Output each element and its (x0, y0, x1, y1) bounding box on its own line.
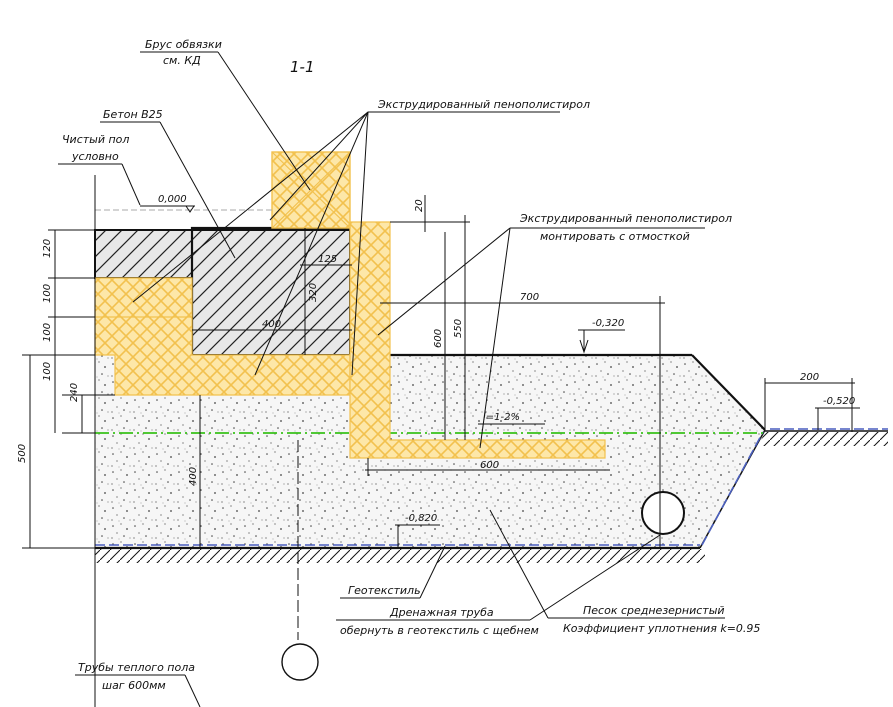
label-concrete: Бетон B25 (103, 108, 163, 121)
label-drain-2: обернуть в геотекстиль с щебнем (340, 624, 539, 637)
section-title: 1-1 (290, 58, 315, 76)
dim-700: 700 (520, 292, 539, 303)
dim-200: 200 (800, 372, 819, 383)
dim-550: 550 (453, 319, 464, 338)
leader-beam (217, 51, 311, 191)
label-geotextile: Геотекстиль (348, 584, 421, 597)
leader-xps-right-2 (479, 227, 511, 449)
drain-pipe (641, 491, 685, 535)
earth-hatch-right (758, 432, 888, 446)
leader-xps-1 (132, 111, 369, 303)
label-xps-right-1: Экструдированный пенополистирол (519, 212, 732, 225)
label-drain-1: Дренажная труба (389, 606, 494, 619)
dim-500: 500 (17, 444, 28, 463)
label-sand-2: Коэффициент уплотнения k=0.95 (563, 622, 760, 635)
dim-120: 120 (42, 239, 53, 258)
blind-area-slope-line (691, 354, 766, 431)
dim-20: 20 (414, 199, 425, 212)
earth-hatch-bottom (95, 549, 705, 563)
leader-sand (489, 509, 549, 619)
label-floor-2: условно (71, 150, 119, 163)
heating-pipe-marker (281, 643, 319, 681)
level-zero-arrow (185, 205, 195, 213)
label-xps-right-2: монтировать с отмосткой (540, 230, 690, 243)
label-floor-1: Чистый пол (62, 133, 129, 146)
dim-100-a: 100 (42, 284, 53, 303)
geotextile-slope-line (701, 431, 764, 546)
leader-xps-3 (254, 111, 369, 376)
dim-320: 320 (308, 283, 319, 302)
dim-400v: 400 (188, 467, 199, 486)
label-beam-1: Брус обвязки (145, 38, 222, 51)
leader-xps-2 (269, 111, 369, 221)
dim-240: 240 (69, 383, 80, 402)
leader-floor (121, 163, 141, 206)
label-sand-1: Песок среднезернистый (583, 604, 725, 617)
label-heating-2: шаг 600мм (102, 679, 166, 692)
leader-xps-4 (351, 111, 369, 376)
leader-concrete (159, 121, 236, 259)
leader-geotextile (419, 545, 446, 599)
level-base: -0,820 (405, 513, 437, 524)
level-zero: 0,000 (158, 194, 187, 205)
level-ground: -0,520 (823, 396, 855, 407)
label-heating-1: Трубы теплого пола (78, 661, 195, 674)
level-blind-area: -0,320 (592, 318, 624, 329)
dim-400h: 400 (262, 319, 281, 330)
leader-drain (529, 534, 661, 621)
dim-100-b: 100 (42, 323, 53, 342)
label-xps-top: Экструдированный пенополистирол (377, 98, 590, 111)
dim-600v: 600 (433, 329, 444, 348)
slope-label: i=1-2% (483, 412, 520, 423)
dim-100-c: 100 (42, 362, 53, 381)
dim-600h: 600 (480, 460, 499, 471)
beam-diagonal-2 (271, 151, 351, 229)
leader-xps-right-1 (377, 227, 511, 336)
dim-125: 125 (318, 254, 337, 265)
leader-heating (184, 674, 201, 707)
label-beam-2: см. КД (163, 54, 201, 67)
